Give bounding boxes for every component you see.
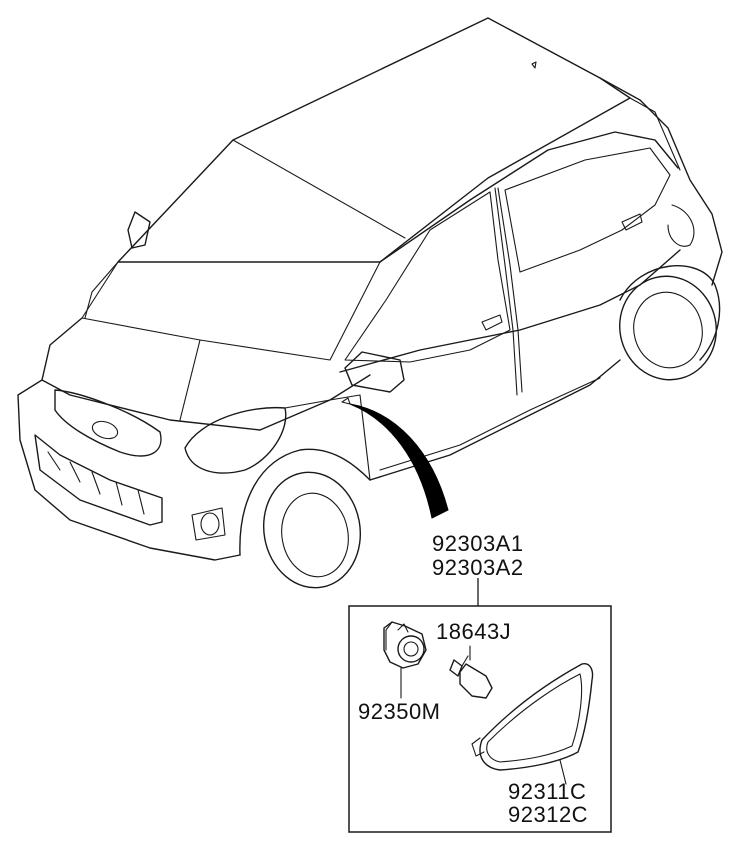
part-number-92350M: 92350M <box>358 699 441 724</box>
part-number-92303A1: 92303A1 <box>432 531 524 556</box>
bulb-part <box>449 645 493 699</box>
detail-box <box>348 605 612 833</box>
part-number-92303A2: 92303A2 <box>432 555 524 580</box>
side-lamp-part <box>471 663 594 785</box>
part-number-18643J: 18643J <box>436 619 512 644</box>
socket-part <box>383 621 427 699</box>
callout-arrow <box>349 403 449 519</box>
part-number-92312C: 92312C <box>508 802 589 827</box>
part-number-92311C: 92311C <box>508 779 587 804</box>
car-illustration <box>17 17 723 589</box>
